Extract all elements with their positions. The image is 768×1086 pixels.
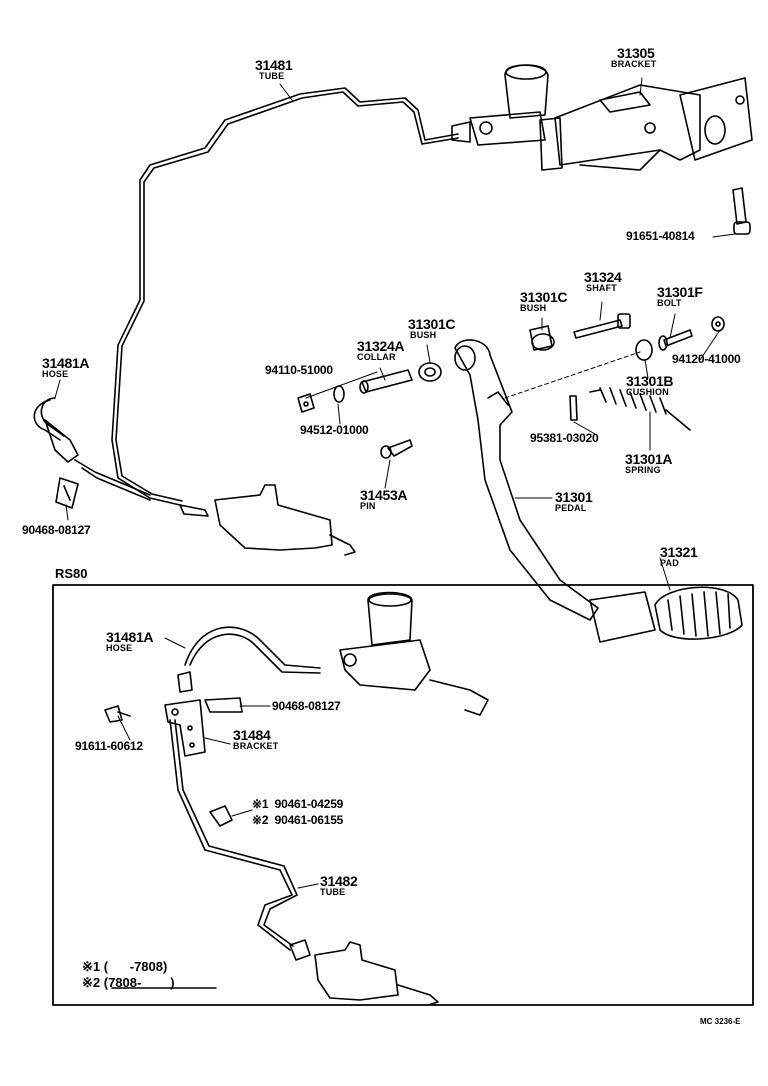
pedal-31301 xyxy=(454,339,656,643)
inset-bolt-91611 xyxy=(104,705,131,723)
nut-94120 xyxy=(711,316,725,332)
label-31301A: 31301A SPRING xyxy=(625,451,673,475)
hose-31481A xyxy=(33,397,151,501)
label-31481A: 31481A HOSE xyxy=(42,355,90,379)
nut-94110 xyxy=(297,393,315,413)
label-31301F: 31301F BOLT xyxy=(657,284,703,308)
clip-90468-main xyxy=(55,477,79,509)
label-95381: 95381-03020 xyxy=(530,431,599,445)
alignment-line xyxy=(504,351,641,399)
inset-title: RS80 xyxy=(55,566,88,581)
label-31324A: 31324A COLLAR xyxy=(357,338,405,362)
tube-31481 xyxy=(111,87,459,506)
legend-line-2: ※2 (7808- ) xyxy=(82,975,175,990)
inset-note-1: ※1 90461-04259 xyxy=(252,797,344,811)
inset-label-90468: 90468-08127 xyxy=(272,699,341,713)
shaft-31324 xyxy=(573,313,631,339)
inset-label-91611: 91611-60612 xyxy=(75,739,143,753)
inset-label-31484: 31484 BRACKET xyxy=(233,727,279,751)
label-94120: 94120-41000 xyxy=(672,352,741,366)
inset-bleeder xyxy=(209,805,233,827)
bush-31301C-mid xyxy=(418,362,442,382)
pad-31321 xyxy=(654,586,743,640)
leader-lines xyxy=(54,77,736,889)
label-31301B: 31301B CUSHION xyxy=(626,373,674,397)
label-31321: 31321 PAD xyxy=(660,544,698,568)
bracket-31305 xyxy=(554,77,753,171)
label-31453A: 31453A PIN xyxy=(360,487,408,511)
pin-95381 xyxy=(569,395,578,421)
inset-bracket-31484 xyxy=(164,699,206,757)
inset-clip-90468 xyxy=(204,697,243,713)
label-91651: 91651-40814 xyxy=(626,229,695,243)
bolt-91651 xyxy=(732,187,751,235)
collar-31324A xyxy=(359,369,413,394)
label-31301: 31301 PEDAL xyxy=(555,489,593,513)
drawing-code: MC 3236-E xyxy=(700,1017,741,1026)
label-31305: 31305 BRACKET xyxy=(611,45,657,69)
label-31324: 31324 SHAFT xyxy=(584,269,622,293)
bolt-31301F xyxy=(658,329,693,351)
pin-31453A xyxy=(380,439,413,459)
inset-note-2: ※2 90461-06155 xyxy=(252,813,344,827)
inset-hose xyxy=(177,626,321,693)
inset-tube-31482 xyxy=(169,719,298,951)
inset-label-31482: 31482 TUBE xyxy=(320,873,358,897)
label-31301C-top: 31301C BUSH xyxy=(520,289,568,313)
inset-box xyxy=(52,584,754,1006)
inset-master-cylinder xyxy=(339,591,489,716)
legend-line-1: ※1 ( -7808) xyxy=(82,959,168,974)
inset-label-31481A: 31481A HOSE xyxy=(106,629,154,653)
washer-94512 xyxy=(333,385,345,403)
label-94110: 94110-51000 xyxy=(265,363,333,377)
inset-lower-cylinder xyxy=(289,939,439,1006)
cushion-31301B xyxy=(635,339,653,361)
label-94512: 94512-01000 xyxy=(300,423,369,437)
master-cylinder-top xyxy=(451,64,563,171)
label-31301C-mid: 31301C BUSH xyxy=(408,316,456,340)
label-31481: 31481 TUBE xyxy=(255,57,293,81)
spring-31301A xyxy=(589,387,691,431)
master-cylinder-lower xyxy=(179,484,356,556)
label-90468: 90468-08127 xyxy=(22,523,91,537)
